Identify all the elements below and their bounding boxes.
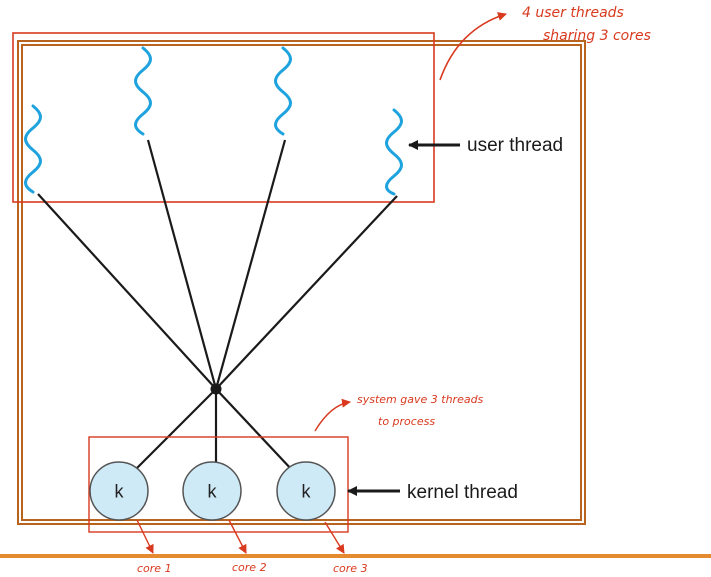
user-thread-waves: [24, 46, 403, 196]
kernel-thread-label: kernel thread: [407, 482, 518, 503]
user-threads-highlight-box: [12, 32, 435, 203]
kernel-thread-1: k: [89, 461, 149, 521]
core-2-label: core 2: [232, 561, 267, 574]
user-threads-annotation-arrow: [439, 12, 507, 81]
user-thread-wave-4: [385, 108, 403, 196]
junction-node: [210, 383, 222, 395]
junction-to-kernel-lines: [134, 388, 294, 472]
kernel-thread-2: k: [182, 461, 242, 521]
core-1-label: core 1: [137, 562, 172, 575]
footer-bar: [0, 554, 711, 558]
user-thread-label: user thread: [467, 135, 563, 156]
user-thread-wave-2: [134, 46, 152, 136]
kernel-thread-1-label: k: [115, 482, 125, 502]
user-thread-wave-3: [274, 46, 292, 136]
system-annotation-arrow: [314, 398, 351, 432]
user-threads-annotation-line1: 4 user threads: [522, 5, 624, 21]
core-3-label: core 3: [333, 562, 368, 575]
user-to-junction-lines: [37, 139, 398, 390]
kernel-thread-2-label: k: [208, 482, 218, 502]
core-arrows: [136, 519, 345, 554]
kernel-thread-3-label: k: [302, 482, 312, 502]
process-box: [17, 40, 586, 525]
kernel-threads: k k k: [89, 461, 336, 521]
user-threads-annotation-line2: sharing 3 cores: [543, 28, 651, 44]
user-thread-wave-1: [24, 104, 42, 194]
kernel-threads-highlight-box: [88, 436, 349, 533]
system-annotation-line1: system gave 3 threads: [357, 393, 484, 406]
system-annotation-line2: to process: [378, 415, 435, 428]
kernel-thread-3: k: [276, 461, 336, 521]
